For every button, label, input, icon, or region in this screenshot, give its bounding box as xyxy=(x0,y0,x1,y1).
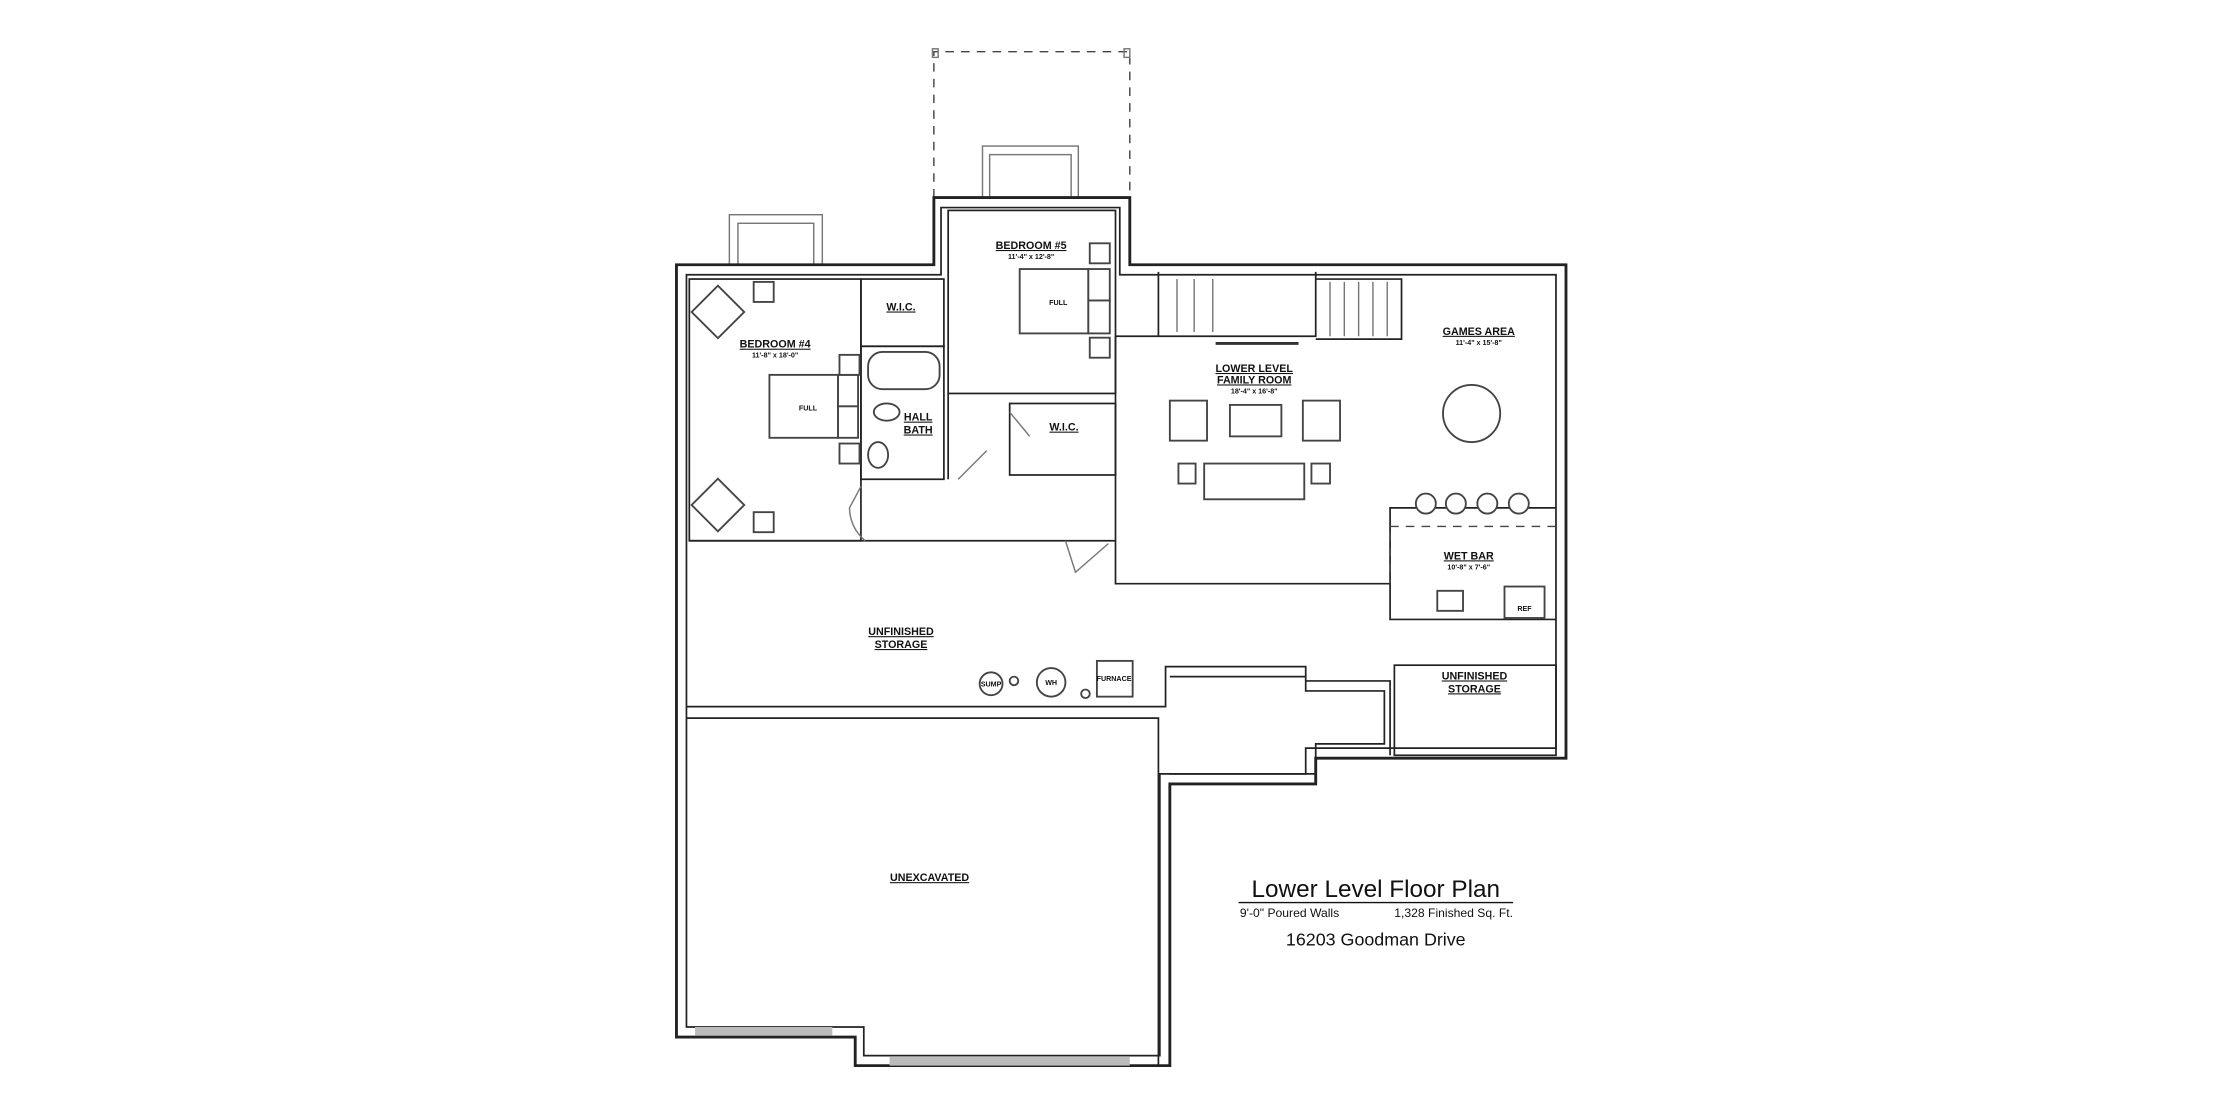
plan-title: Lower Level Floor Plan xyxy=(1252,876,1501,903)
furniture xyxy=(690,242,1546,700)
bedroom5-dim: 11'-4" x 12'-8" xyxy=(1008,253,1054,261)
wet-bar-dim: 10'-8" x 7'-6" xyxy=(1447,563,1490,571)
egress-wells xyxy=(728,48,1131,266)
foundation-walls xyxy=(686,664,1557,1066)
wet-bar-label: WET BAR xyxy=(1444,550,1494,562)
games-label: GAMES AREA xyxy=(1443,326,1516,338)
bedroom4-label: BEDROOM #4 xyxy=(740,339,811,351)
title-block: Lower Level Floor Plan 9'-0" Poured Wall… xyxy=(1238,876,1513,949)
hall-bath-label-2: BATH xyxy=(904,425,933,437)
wh-label: WH xyxy=(1045,679,1057,687)
wic1-label: W.I.C. xyxy=(886,302,915,314)
family-label-2: FAMILY ROOM xyxy=(1217,374,1292,386)
hall-bath-label-1: HALL xyxy=(904,412,933,424)
family-dim: 18'-4" x 16'-8" xyxy=(1231,387,1278,395)
wic2-label: W.I.C. xyxy=(1049,422,1078,434)
furnace-label: FURNACE xyxy=(1097,675,1132,683)
unexcavated-label: UNEXCAVATED xyxy=(890,872,969,884)
ref-label: REF xyxy=(1517,605,1532,613)
storage1-label-2: STORAGE xyxy=(875,639,928,651)
bedroom5-label: BEDROOM #5 xyxy=(996,240,1067,252)
sump-label: SUMP xyxy=(981,681,1002,689)
storage2-label-2: STORAGE xyxy=(1448,683,1501,695)
interior-walls xyxy=(688,209,1556,621)
storage1-label-1: UNFINISHED xyxy=(868,626,934,638)
bed4-label: FULL xyxy=(799,405,818,413)
games-dim: 11'-4" x 15'-8" xyxy=(1456,339,1502,347)
room-labels: BEDROOM #4 11'-8" x 18'-0" BEDROOM #5 11… xyxy=(740,240,1533,884)
walls-note: 9'-0" Poured Walls xyxy=(1240,906,1339,920)
address: 16203 Goodman Drive xyxy=(1286,929,1466,949)
family-label-1: LOWER LEVEL xyxy=(1216,363,1294,375)
finished-area: 1,328 Finished Sq. Ft. xyxy=(1394,906,1513,920)
storage2-label-1: UNFINISHED xyxy=(1442,670,1508,682)
bed5-label: FULL xyxy=(1049,299,1068,307)
bedroom4-dim: 11'-8" x 18'-0" xyxy=(752,352,798,360)
